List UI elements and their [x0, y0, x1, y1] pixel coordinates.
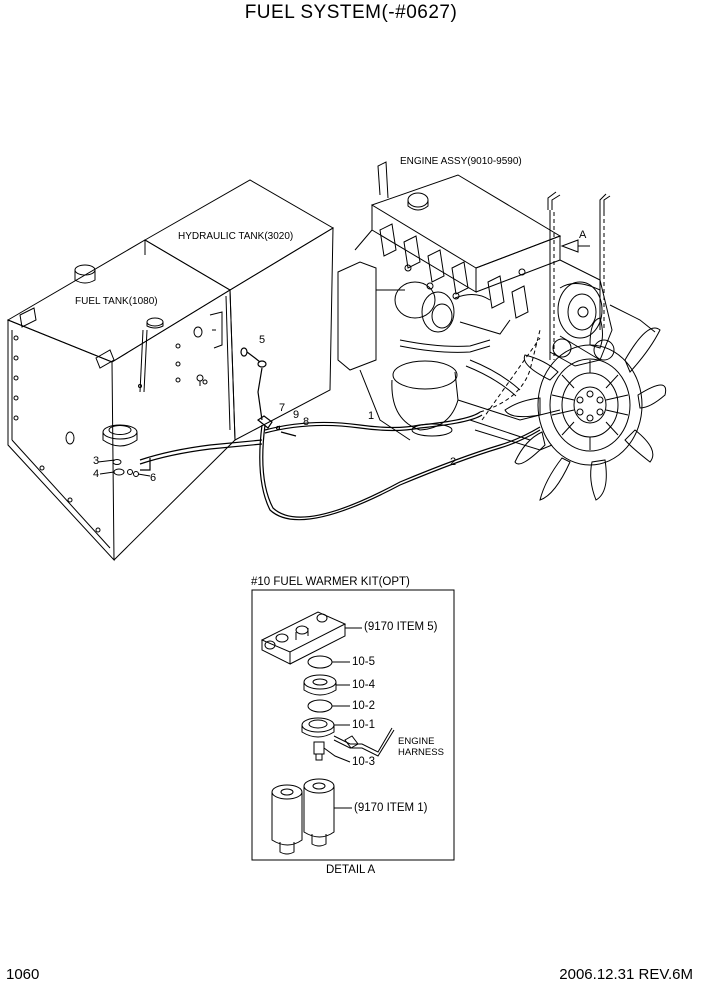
detail-caption: DETAIL A — [326, 864, 376, 876]
detail-heading: #10 FUEL WARMER KIT(OPT) — [251, 576, 410, 588]
callout-5: 5 — [259, 334, 266, 346]
cooling-fan — [504, 304, 667, 501]
callout-6: 6 — [150, 472, 157, 484]
detail-a-box — [251, 589, 455, 861]
page-title: FUEL SYSTEM(-#0627) — [244, 2, 458, 23]
harness-label-line2: HARNESS — [398, 747, 444, 758]
callout-1: 1 — [368, 410, 375, 422]
callout-7: 7 — [279, 402, 286, 414]
tank-assembly — [6, 179, 334, 562]
callout-2: 2 — [450, 456, 457, 468]
date-revision: 2006.12.31 REV.6M — [559, 966, 693, 983]
view-a-label: A — [579, 229, 587, 241]
callout-9: 9 — [293, 409, 300, 421]
callout-8: 8 — [303, 416, 310, 428]
part-10-3-label: 10-3 — [352, 756, 376, 768]
callout-3: 3 — [93, 455, 100, 467]
item5-label: (9170 ITEM 5) — [364, 621, 438, 633]
engine-assembly — [337, 161, 615, 451]
engine-assy-label: ENGINE ASSY(9010-9590) — [400, 156, 522, 167]
page-number: 1060 — [6, 966, 40, 983]
part-10-4-label: 10-4 — [352, 679, 376, 691]
callout-4: 4 — [93, 468, 100, 480]
part-10-1-label: 10-1 — [352, 719, 376, 731]
item1-label: (9170 ITEM 1) — [354, 802, 428, 814]
harness-label-line1: ENGINE — [398, 736, 435, 747]
fuel-tank-label: FUEL TANK(1080) — [75, 296, 158, 307]
part-10-5-label: 10-5 — [352, 656, 376, 668]
part-10-2-label: 10-2 — [352, 700, 376, 712]
hydraulic-tank-label: HYDRAULIC TANK(3020) — [178, 231, 294, 242]
fuel-lines — [139, 347, 541, 521]
